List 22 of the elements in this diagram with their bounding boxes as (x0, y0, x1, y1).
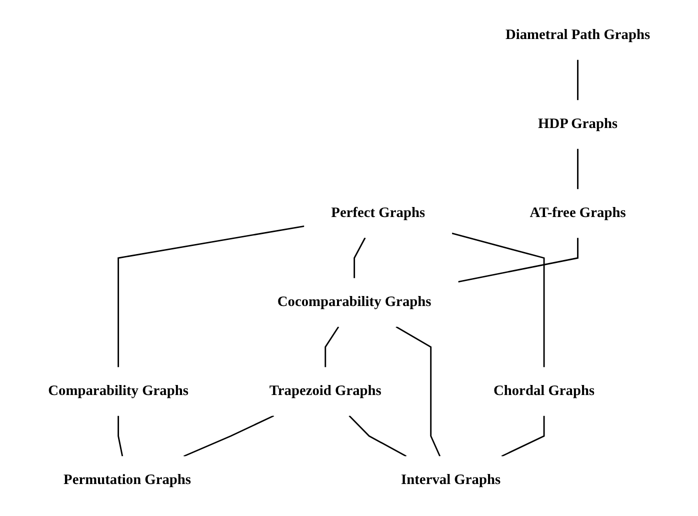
node-text: Diametral Path Graphs (505, 27, 650, 43)
connector (576, 60, 578, 100)
connector (324, 326, 339, 368)
connector (353, 237, 366, 278)
node-text: Interval Graphs (400, 472, 500, 488)
node-text: Comparability Graphs (48, 383, 188, 399)
connector (183, 415, 274, 457)
connector (396, 326, 440, 457)
connector (117, 416, 123, 456)
node-text: Cocomparability Graphs (277, 294, 432, 310)
connector (348, 415, 406, 457)
node-text: Chordal Graphs (493, 383, 594, 399)
node-text: AT-free Graphs (530, 205, 626, 221)
node-text: Trapezoid Graphs (269, 383, 382, 399)
connector (117, 225, 304, 368)
node-text: Permutation Graphs (63, 472, 191, 488)
connector (452, 232, 545, 368)
connector (458, 238, 578, 283)
connector (576, 148, 578, 190)
connector (501, 416, 545, 457)
node-text: Perfect Graphs (331, 205, 425, 221)
node-text: HDP Graphs (538, 116, 618, 132)
